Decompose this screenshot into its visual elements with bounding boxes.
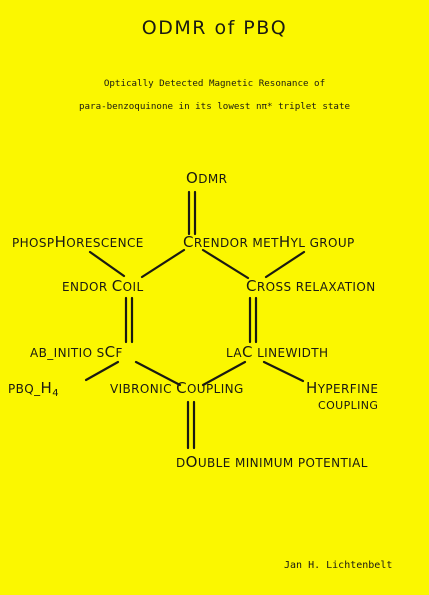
label-abinitio-a: AB_INITIO S — [30, 346, 105, 360]
bond-hyperfine-h — [262, 360, 305, 383]
bond-c1-c2 — [140, 248, 186, 279]
atom-c-lower-right: C — [241, 343, 253, 361]
bond-methyl-h — [264, 250, 306, 279]
label-endor-a: ENDOR — [62, 280, 112, 294]
bond-c5-c4 — [201, 360, 247, 387]
label-pbq-a: PBQ_ — [8, 382, 41, 396]
label-methyl-tail: YL GROUP — [290, 236, 355, 250]
bond-pbq-h4 — [84, 360, 120, 382]
label-odmr-rest: DMR — [198, 172, 228, 186]
label-phosph-b: ORESCENCE — [66, 236, 144, 250]
label-phosphorescence: PHOSPHORESCENCE — [12, 233, 144, 251]
atom-c-bottom: C — [176, 379, 187, 397]
label-hyperfine-rest: YPERFINE — [317, 382, 379, 396]
label-hyperfine-line2: COUPLING — [318, 399, 379, 412]
atom-h-methyl: H — [278, 233, 291, 251]
label-odmr: ODMR — [186, 169, 228, 187]
label-abinitio-scf: AB_INITIO SCF — [30, 343, 123, 361]
atom-c-top: C — [183, 233, 194, 251]
label-cross-rest: ROSS RELAXATION — [256, 280, 376, 294]
label-vibronic-b: OUPLING — [186, 382, 244, 396]
label-abinitio-b: F — [115, 346, 123, 360]
label-lac-linewidth: LAC LINEWIDTH — [226, 343, 329, 361]
label-phosph-a: PHOSP — [12, 236, 55, 250]
atom-h-hyperfine: H — [306, 379, 318, 397]
bond-c1-c6 — [201, 248, 250, 280]
label-crendor-methyl: CRENDOR METHYL GROUP — [183, 233, 355, 251]
atom-c-lower-left: C — [104, 343, 116, 361]
author-name: Jan H. Lichtenbelt — [284, 560, 393, 571]
label-lac-a: LA — [226, 346, 242, 360]
label-endor-b: OIL — [122, 280, 144, 294]
label-pbq-h4: PBQ_H4 — [8, 379, 59, 400]
label-cross-relaxation: CROSS RELAXATION — [246, 277, 376, 295]
subtitle-line-2: para-benzoquinone in its lowest nπ* trip… — [78, 101, 351, 112]
atom-h-phosph: H — [54, 233, 67, 251]
label-vibronic-coupling: VIBRONIC COUPLING — [110, 379, 244, 397]
atom-h-pbq: H — [40, 379, 53, 397]
label-lac-b: LINEWIDTH — [252, 346, 329, 360]
label-hyperfine: HYPERFINE — [306, 379, 379, 397]
label-double-minimum: DOUBLE MINIMUM POTENTIAL — [176, 453, 368, 471]
atom-o-bottom: O — [185, 453, 198, 471]
label-bottom-a: D — [176, 456, 186, 470]
bond-phosph-h — [88, 250, 126, 278]
bond-c3-c4 — [134, 360, 182, 387]
label-crendor-rest: RENDOR MET — [193, 236, 279, 250]
atom-c-upper-left: C — [111, 277, 123, 295]
atom-c-upper-right: C — [246, 277, 257, 295]
subtitle-line-1: Optically Detected Magnetic Resonance of — [103, 78, 326, 89]
label-vibronic-a: VIBRONIC — [110, 382, 177, 396]
label-bottom-b: UBLE MINIMUM POTENTIAL — [197, 456, 368, 470]
label-pbq-num: 4 — [52, 388, 59, 399]
atom-o-top: O — [186, 169, 199, 187]
label-endor-coil: ENDOR COIL — [62, 277, 144, 295]
page-title: ODMR of PBQ — [141, 17, 288, 39]
